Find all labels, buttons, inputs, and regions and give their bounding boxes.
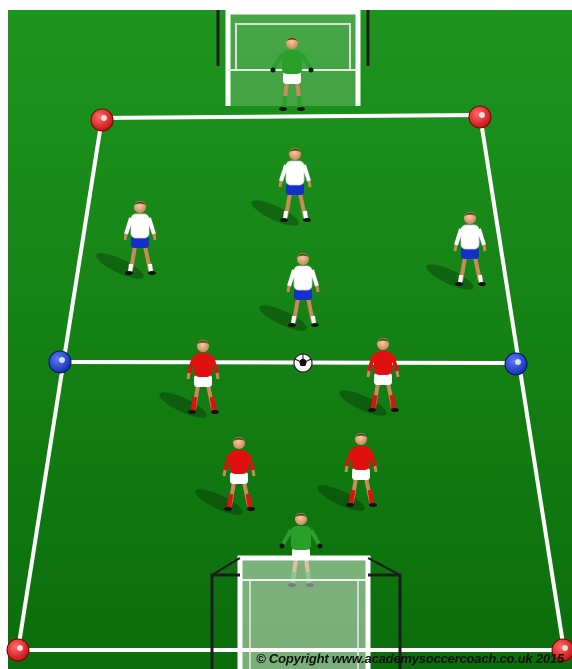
- copyright-notice: © Copyright www.academysoccercoach.co.uk…: [256, 651, 564, 666]
- red-cone-top-right: [469, 106, 491, 128]
- blue-cone-left: [49, 351, 71, 373]
- red-cone-top-left: [91, 109, 113, 131]
- blue-cone-right: [505, 353, 527, 375]
- red-cone-bottom-left: [7, 639, 29, 661]
- soccer-ball-icon: [294, 354, 312, 372]
